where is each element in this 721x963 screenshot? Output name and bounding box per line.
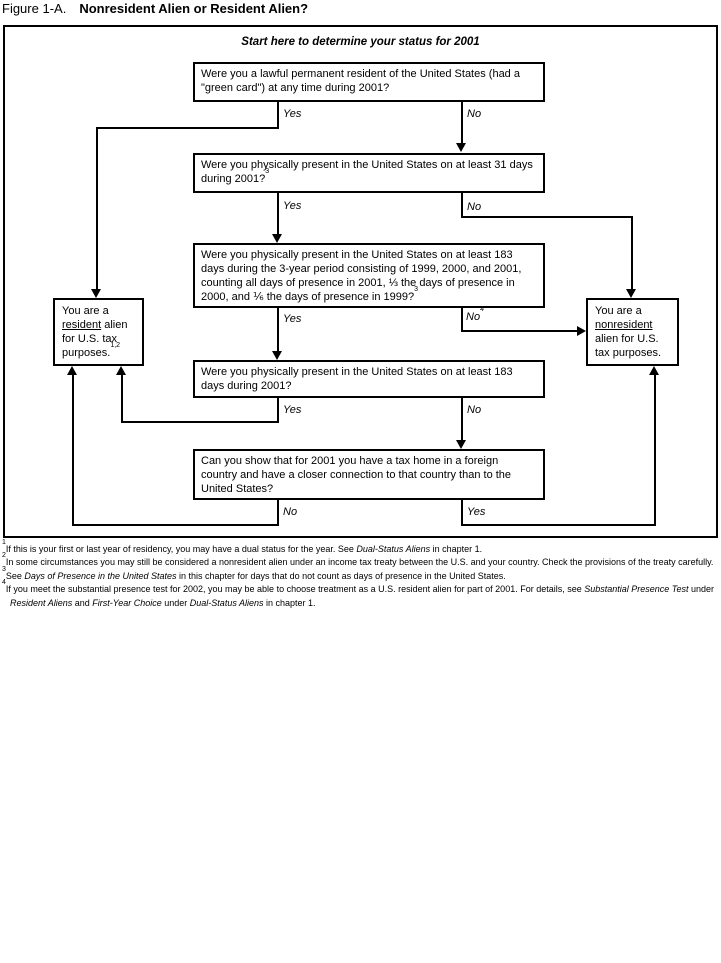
footnote-text: If this is your first or last year of re…	[5, 544, 357, 554]
footnote-marker: 2	[2, 552, 6, 560]
footnote-reference-title: Resident Aliens	[10, 597, 73, 608]
flow-line	[96, 127, 279, 129]
footnote-marker: 4	[2, 579, 6, 587]
flow-line	[277, 193, 279, 234]
flow-line	[121, 375, 123, 423]
figure-heading: Nonresident Alien or Resident Alien?	[79, 1, 309, 16]
result-text: alien for U.S. tax purposes.	[62, 319, 128, 359]
question-box-tax-home: Can you show that for 2001 you have a ta…	[193, 449, 545, 500]
footnote-text: In some circumstances you may still be c…	[5, 557, 714, 568]
question-text: Were you physically present in the Unite…	[201, 249, 522, 303]
arrowhead-up-icon	[116, 366, 126, 375]
flow-line	[461, 524, 656, 526]
footnote-text: under	[161, 597, 190, 608]
flow-line	[277, 308, 279, 351]
flow-line	[277, 500, 279, 526]
result-keyword: nonresident	[595, 319, 653, 331]
footnote-reference-title: Substantial Presence Test	[584, 584, 689, 595]
footnote-1: 1If this is your first or last year of r…	[2, 539, 719, 556]
figure-title: Figure 1-A. Nonresident Alien or Resident…	[2, 1, 308, 16]
footnote-text: See	[5, 570, 25, 581]
branch-label-q4-no: No	[467, 404, 482, 416]
footnote-reference-title: First-Year Choice	[92, 597, 162, 608]
question-text: Were you a lawful permanent resident of …	[201, 68, 520, 94]
flow-line	[461, 398, 463, 440]
footnote-marker: 1	[2, 539, 6, 546]
result-box-resident-alien: You are a resident alien for U.S. tax pu…	[53, 298, 144, 366]
flow-line	[277, 102, 279, 128]
question-box-present-31-days: Were you physically present in the Unite…	[193, 153, 545, 193]
flow-line	[277, 398, 279, 423]
question-text: Can you show that for 2001 you have a ta…	[201, 455, 512, 495]
footnote-text: in chapter 1.	[430, 544, 483, 554]
footnote-reference-title: Days of Presence in the United States	[24, 570, 177, 581]
footnote-ref: 4	[480, 306, 484, 314]
footnote-ref: 3	[414, 286, 418, 294]
flow-line	[461, 500, 463, 526]
arrowhead-up-icon	[67, 366, 77, 375]
arrowhead-down-icon	[91, 289, 101, 298]
branch-label-q5-yes: Yes	[467, 506, 486, 518]
footnote-text: in this chapter for days that do not cou…	[176, 570, 506, 581]
arrowhead-down-icon	[272, 351, 282, 360]
result-box-nonresident-alien: You are a nonresident alien for U.S. tax…	[586, 298, 679, 366]
flow-line	[461, 330, 577, 332]
footnote-text: and	[72, 597, 93, 608]
question-box-present-183-2001: Were you physically present in the Unite…	[193, 360, 545, 398]
footnote-text: If you meet the substantial presence tes…	[5, 584, 585, 595]
start-instruction: Start here to determine your status for …	[241, 36, 480, 48]
flow-line	[654, 375, 656, 526]
footnote-3: 3See Days of Presence in the United Stat…	[2, 566, 719, 583]
question-box-green-card: Were you a lawful permanent resident of …	[193, 62, 545, 102]
footnotes: 1If this is your first or last year of r…	[2, 539, 719, 610]
flow-line	[461, 193, 463, 218]
arrowhead-down-icon	[456, 440, 466, 449]
flow-line	[96, 127, 98, 289]
footnote-text: under	[688, 584, 714, 595]
flowchart-frame: Start here to determine your status for …	[3, 25, 718, 538]
question-text: Were you physically present in the Unite…	[201, 159, 533, 185]
branch-label-q4-yes: Yes	[283, 404, 302, 416]
question-text: Were you physically present in the Unite…	[201, 366, 513, 392]
flow-line	[72, 375, 74, 526]
footnote-reference-title: Dual-Status Aliens	[356, 544, 431, 554]
result-keyword: resident	[62, 319, 102, 331]
flow-line	[461, 308, 463, 332]
question-box-present-183-3yr: Were you physically present in the Unite…	[193, 243, 545, 308]
branch-label-q1-yes: Yes	[283, 108, 302, 120]
flow-line	[631, 216, 633, 289]
flow-line	[461, 102, 463, 143]
flow-line	[461, 216, 633, 218]
arrowhead-down-icon	[456, 143, 466, 152]
footnote-text: in chapter 1.	[263, 597, 316, 608]
arrowhead-up-icon	[649, 366, 659, 375]
arrowhead-down-icon	[626, 289, 636, 298]
branch-label-q5-no: No	[283, 506, 298, 518]
branch-label-q2-yes: Yes	[283, 200, 302, 212]
result-text: alien for U.S. tax purposes.	[595, 333, 662, 359]
result-text: You are a	[62, 305, 109, 317]
branch-label-text: No	[466, 311, 481, 323]
footnote-ref: 3	[265, 168, 270, 176]
branch-label-q2-no: No	[467, 201, 482, 213]
flow-line	[72, 524, 279, 526]
flow-line	[121, 421, 279, 423]
figure-number-label: Figure 1-A.	[2, 1, 67, 16]
arrowhead-right-icon	[577, 326, 586, 336]
footnote-ref: 1,2	[110, 342, 121, 350]
footnote-marker: 3	[2, 565, 6, 573]
result-text: You are a	[595, 305, 642, 317]
footnote-4: 4If you meet the substantial presence te…	[2, 579, 719, 610]
branch-label-q3-yes: Yes	[283, 313, 302, 325]
footnote-reference-title: Dual-Status Aliens	[189, 597, 264, 608]
branch-label-q1-no: No	[467, 108, 482, 120]
arrowhead-down-icon	[272, 234, 282, 243]
footnote-2: 2In some circumstances you may still be …	[2, 552, 719, 569]
branch-label-q3-no: No4	[466, 306, 484, 323]
